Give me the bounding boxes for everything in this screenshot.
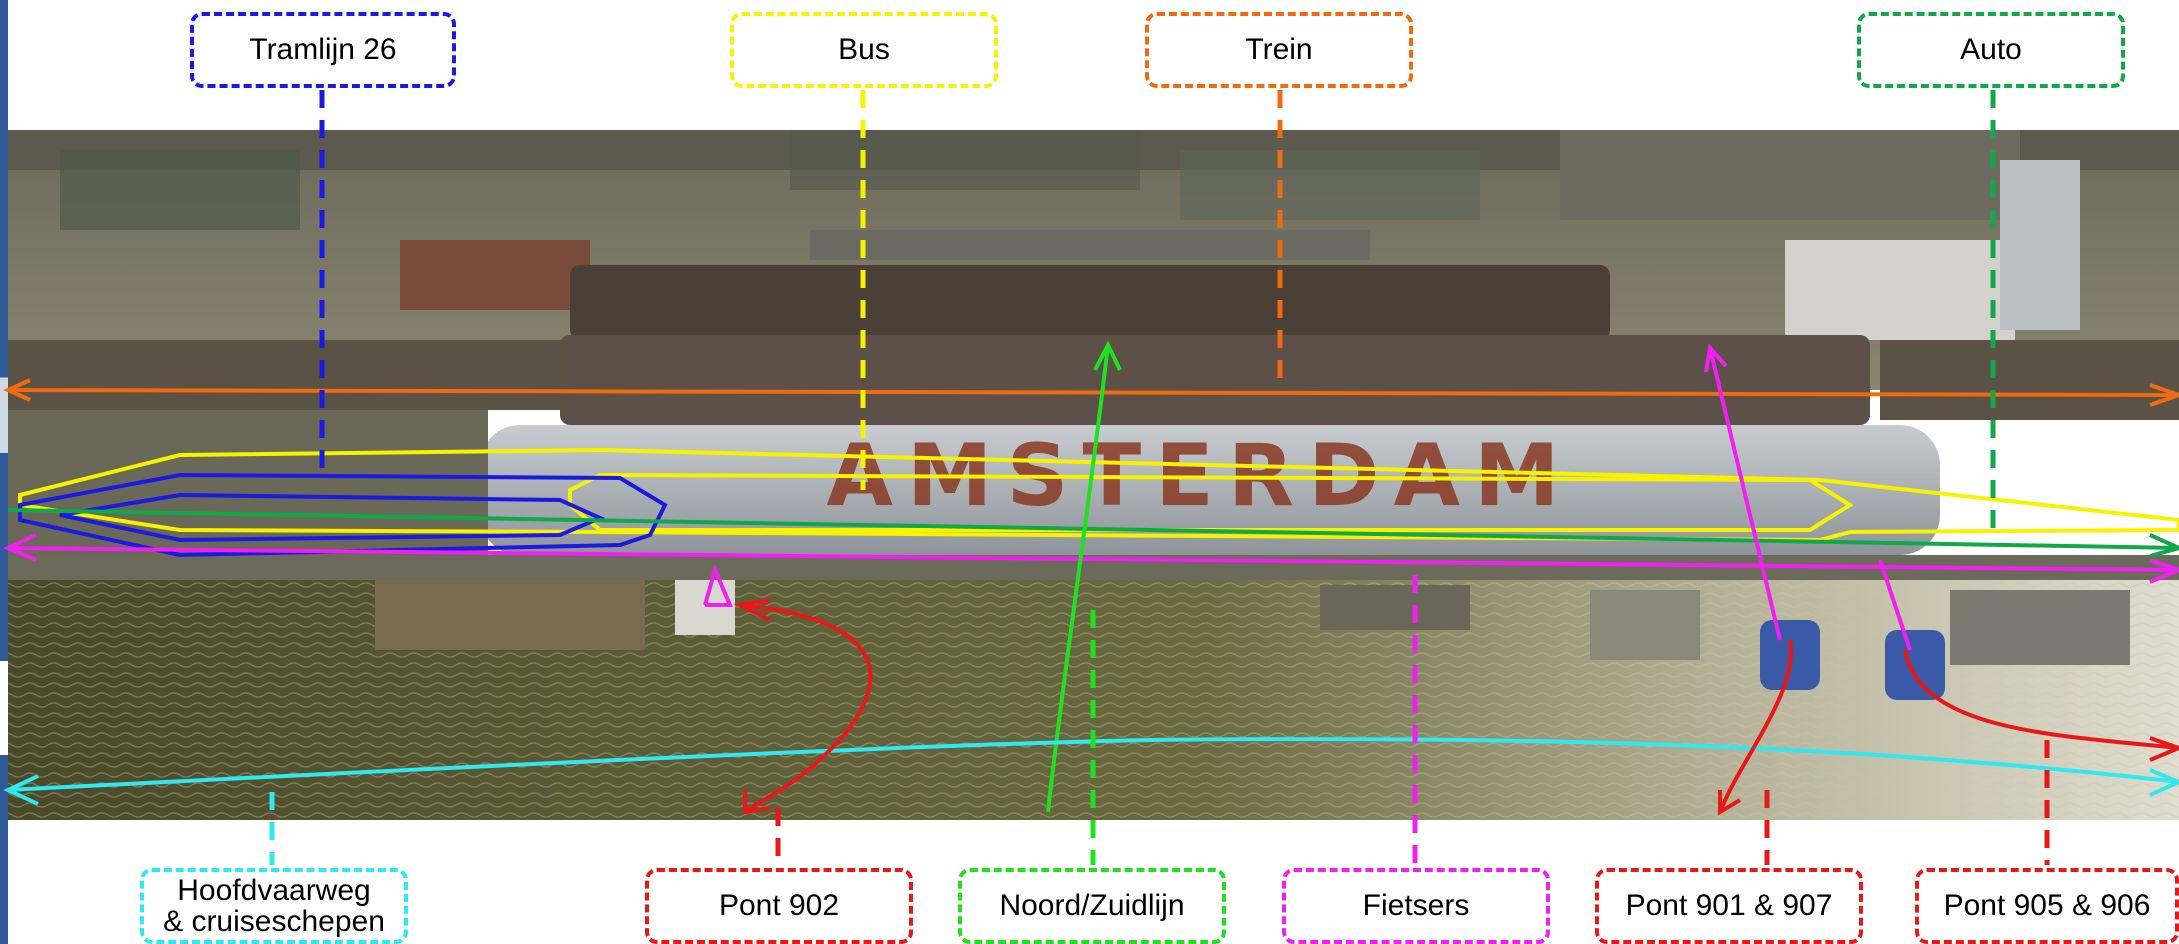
pier-left xyxy=(375,580,645,650)
office-building xyxy=(1785,240,2015,340)
label-pont-902: Pont 902 xyxy=(645,868,913,944)
ferry-route-905-906 xyxy=(1903,649,2179,750)
cycle-path xyxy=(7,546,2179,572)
tower-building xyxy=(2000,160,2080,330)
label-tramlijn-26: Tramlijn 26 xyxy=(190,12,456,88)
ferry-boat-902 xyxy=(675,580,735,635)
bicycle-parking xyxy=(1950,590,2130,665)
pier-center xyxy=(1320,585,1470,630)
label-pont-905-906: Pont 905 & 906 xyxy=(1915,868,2179,944)
label-noord-zuidlijn: Noord/Zuidlijn xyxy=(958,868,1226,944)
car-road xyxy=(7,508,2179,550)
ferry-route-901-907 xyxy=(1718,639,1794,813)
main-waterway xyxy=(7,737,2179,792)
station-hall-roof xyxy=(570,265,1610,340)
tram-loop xyxy=(18,472,668,558)
label-bus: Bus xyxy=(730,12,998,88)
platform-roof xyxy=(560,335,1870,425)
label-trein: Trein xyxy=(1145,12,1413,88)
ferry-boat-905 xyxy=(1885,630,1945,700)
ferry-route-902 xyxy=(739,603,873,814)
brick-building xyxy=(400,240,590,310)
label-auto: Auto xyxy=(1857,12,2125,88)
left-edge-bar xyxy=(0,0,8,944)
label-fietsers: Fietsers xyxy=(1282,868,1550,944)
pier-right xyxy=(1590,590,1700,660)
metro-line xyxy=(1046,344,1110,813)
label-pont-901-907: Pont 901 & 907 xyxy=(1595,868,1863,944)
label-hoofdvaarweg: Hoofdvaarweg & cruiseschepen xyxy=(140,868,408,944)
bus-route xyxy=(18,447,2179,543)
train-line xyxy=(7,388,2179,397)
